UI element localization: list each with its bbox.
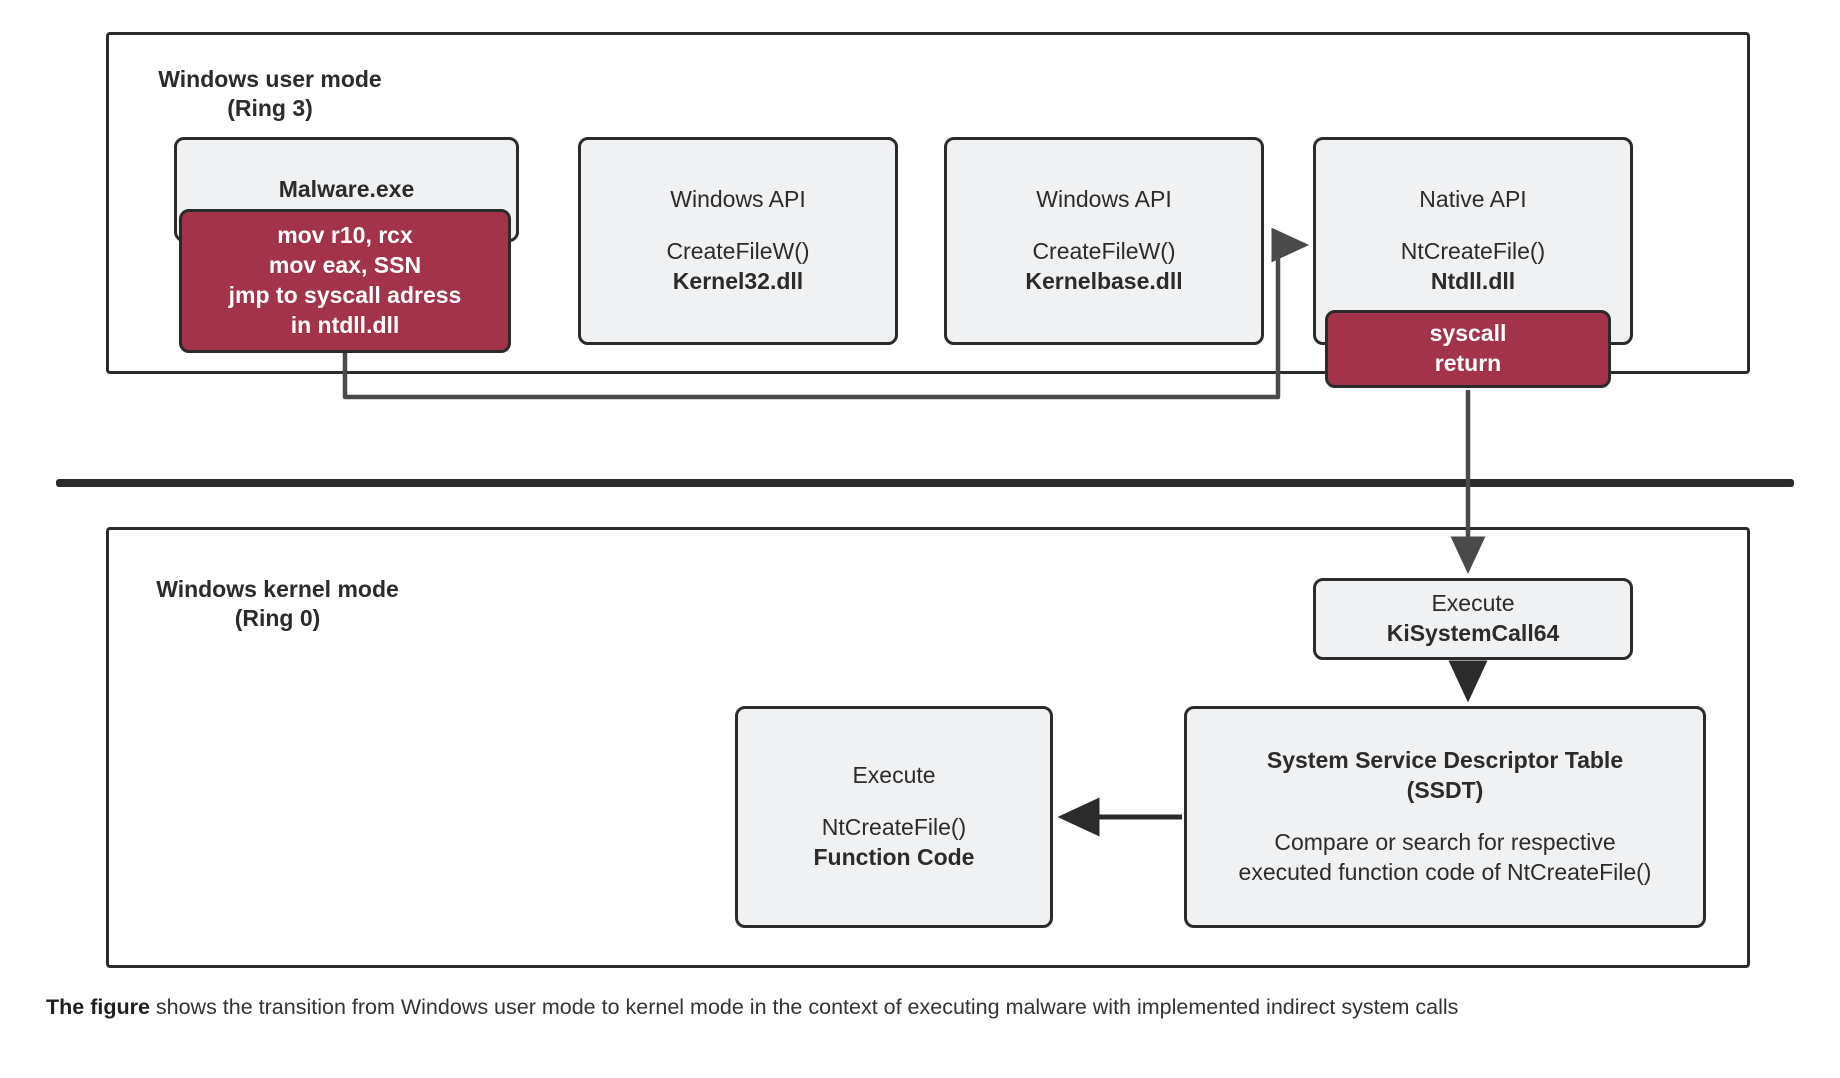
kernelbase-func: CreateFileW() — [1032, 238, 1176, 265]
kernelbase-title: Windows API — [1036, 186, 1172, 213]
figure-caption: The figure shows the transition from Win… — [46, 995, 1458, 1020]
node-malware-syscall-stub[interactable]: mov r10, rcx mov eax, SSN jmp to syscall… — [179, 209, 511, 353]
stub-line-1: mov r10, rcx — [277, 222, 413, 249]
node-windows-api-kernelbase[interactable]: Windows API CreateFileW() Kernelbase.dll — [944, 137, 1264, 345]
function-code-bold: Function Code — [813, 843, 975, 870]
user-mode-label: Windows user mode (Ring 3) — [158, 66, 382, 121]
kernel32-dll: Kernel32.dll — [672, 267, 804, 294]
user-kernel-mode-divider — [56, 479, 1794, 487]
kernel32-title: Windows API — [670, 186, 806, 213]
syscall-line-1: syscall — [1429, 320, 1507, 347]
kernel32-func: CreateFileW() — [666, 238, 810, 265]
node-execute-function-code[interactable]: Execute NtCreateFile() Function Code — [735, 706, 1053, 928]
ssdt-desc-1: Compare or search for respective — [1274, 829, 1616, 855]
native-api-dll: Ntdll.dll — [1430, 267, 1516, 294]
stub-line-4: in ntdll.dll — [290, 311, 400, 338]
ssdt-desc-2: executed function code of NtCreateFile() — [1238, 858, 1652, 885]
caption-rest: shows the transition from Windows user m… — [149, 995, 1459, 1019]
ssdt-subtitle: (SSDT) — [1406, 777, 1484, 804]
kernel-mode-label: Windows kernel mode (Ring 0) — [156, 576, 399, 631]
native-api-title: Native API — [1419, 186, 1527, 213]
function-code-func: NtCreateFile() — [821, 814, 967, 841]
ssdt-title: System Service Descriptor Table — [1266, 747, 1624, 774]
stub-line-2: mov eax, SSN — [268, 252, 422, 279]
node-ssdt[interactable]: System Service Descriptor Table (SSDT) C… — [1184, 706, 1706, 928]
function-code-title: Execute — [852, 762, 936, 789]
kisystemcall64-func: KiSystemCall64 — [1386, 620, 1560, 646]
kisystemcall64-title: Execute — [1431, 590, 1515, 617]
node-malware-title: Malware.exe — [278, 175, 415, 202]
native-api-func: NtCreateFile() — [1400, 238, 1546, 265]
caption-lead: The figure — [46, 995, 150, 1019]
node-windows-api-kernel32[interactable]: Windows API CreateFileW() Kernel32.dll — [578, 137, 898, 345]
kernelbase-dll: Kernelbase.dll — [1025, 267, 1183, 294]
node-execute-kisystemcall64[interactable]: Execute KiSystemCall64 — [1313, 578, 1633, 660]
node-syscall-return[interactable]: syscall return — [1325, 310, 1611, 388]
stub-line-3: jmp to syscall adress — [228, 282, 462, 308]
syscall-line-2: return — [1434, 350, 1502, 376]
